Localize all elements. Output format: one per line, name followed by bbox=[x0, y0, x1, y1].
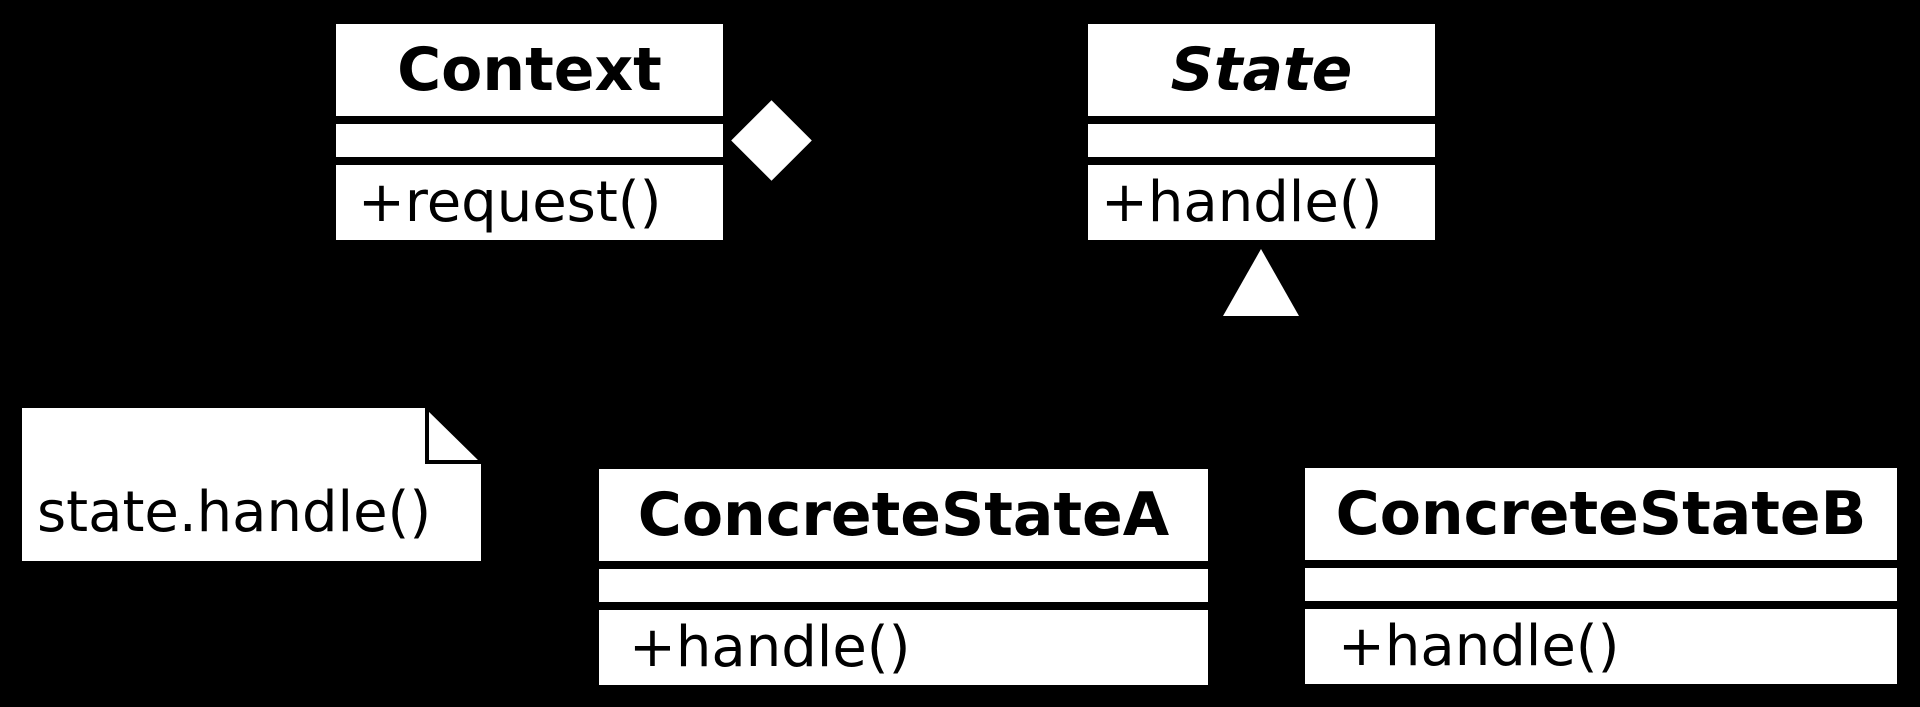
class-state-methods: +handle() bbox=[1088, 165, 1435, 240]
class-state-attributes bbox=[1088, 124, 1435, 157]
class-concrete-state-a-name: ConcreteStateA bbox=[637, 480, 1170, 550]
class-state: State +handle() bbox=[1088, 24, 1435, 240]
class-context-methods: +request() bbox=[336, 165, 723, 240]
class-context-title: Context bbox=[336, 24, 723, 116]
class-state-name: State bbox=[1170, 35, 1353, 105]
inheritance-triangle-icon bbox=[1223, 249, 1299, 316]
class-concrete-state-a-attributes bbox=[599, 569, 1208, 602]
class-state-method: +handle() bbox=[1101, 170, 1383, 235]
aggregation-diamond-icon bbox=[731, 100, 812, 181]
note-state-handle: state.handle() bbox=[22, 408, 481, 561]
class-context-method: +request() bbox=[358, 170, 662, 235]
class-concrete-state-b: ConcreteStateB +handle() bbox=[1305, 468, 1897, 684]
class-concrete-state-b-methods: +handle() bbox=[1305, 609, 1897, 684]
note-fold-crease-horizontal bbox=[425, 460, 481, 464]
class-concrete-state-b-method: +handle() bbox=[1338, 614, 1620, 679]
class-state-title: State bbox=[1088, 24, 1435, 116]
class-context-name: Context bbox=[397, 35, 662, 105]
class-concrete-state-a-method: +handle() bbox=[629, 615, 911, 680]
class-concrete-state-b-name: ConcreteStateB bbox=[1335, 479, 1867, 549]
class-concrete-state-b-attributes bbox=[1305, 568, 1897, 601]
class-context: Context +request() bbox=[336, 24, 723, 240]
note-fold-crease-vertical bbox=[425, 408, 429, 463]
class-context-attributes bbox=[336, 124, 723, 157]
class-concrete-state-b-title: ConcreteStateB bbox=[1305, 468, 1897, 560]
class-concrete-state-a-methods: +handle() bbox=[599, 610, 1208, 685]
note-body bbox=[22, 408, 481, 561]
class-concrete-state-a-title: ConcreteStateA bbox=[599, 469, 1208, 561]
class-concrete-state-a: ConcreteStateA +handle() bbox=[599, 469, 1208, 685]
note-text: state.handle() bbox=[37, 479, 432, 545]
